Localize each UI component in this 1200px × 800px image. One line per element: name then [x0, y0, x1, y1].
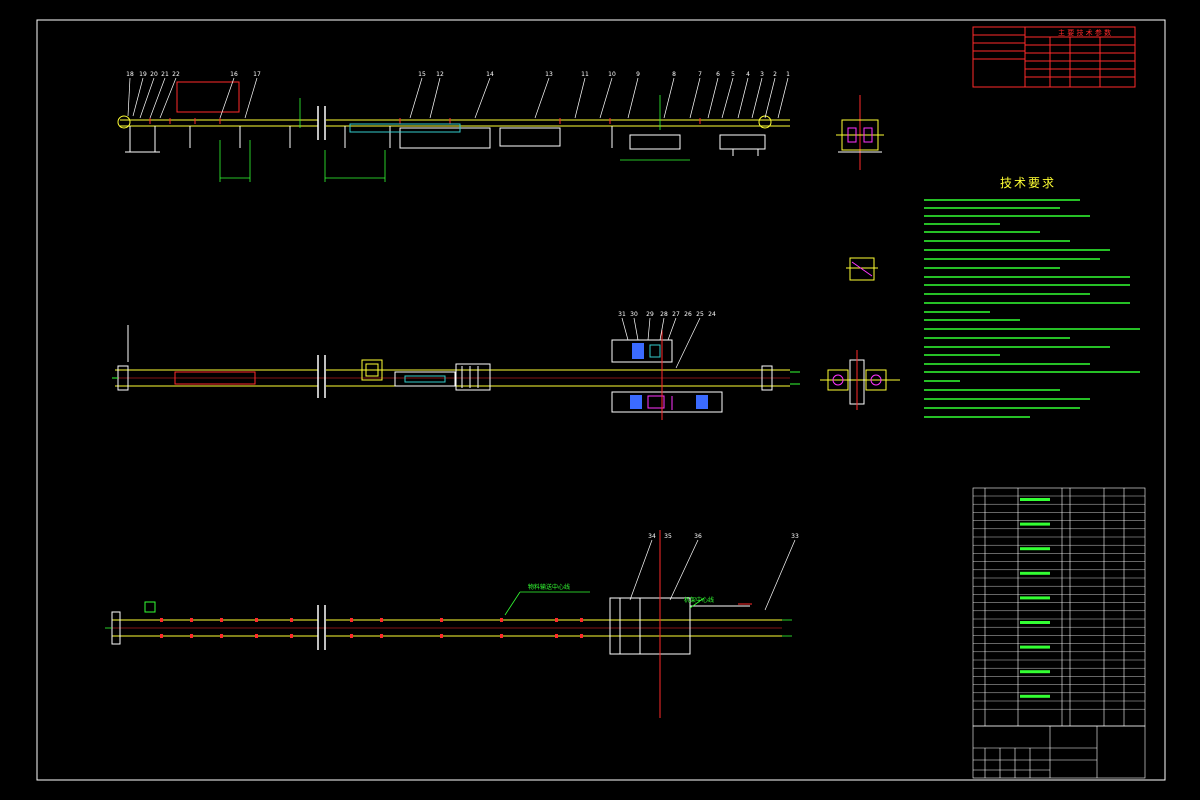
balloon-26: 26 — [684, 311, 692, 318]
balloon-12: 12 — [436, 71, 444, 78]
outer-border — [36, 19, 1166, 781]
balloon-10: 10 — [608, 71, 616, 78]
balloon-22: 22 — [172, 71, 180, 78]
balloon-13: 13 — [545, 71, 553, 78]
balloon-8: 8 — [672, 71, 676, 78]
bom-cell-text — [1020, 547, 1050, 551]
balloon-11: 11 — [581, 71, 589, 78]
head-pulley — [117, 115, 131, 129]
balloon-9: 9 — [636, 71, 640, 78]
bom-cell-text — [1020, 645, 1050, 649]
elevation-red-box — [176, 81, 240, 113]
section-view-a — [836, 95, 884, 170]
balloon-19: 19 — [139, 71, 147, 78]
balloon-30: 30 — [630, 311, 638, 318]
balloons-bottom: 34 35 36 33 — [648, 533, 799, 540]
balloon-36: 36 — [694, 533, 702, 540]
section-view-b — [846, 257, 878, 281]
bom-cell-text — [1020, 571, 1050, 575]
balloon-33: 33 — [791, 533, 799, 540]
balloon-2: 2 — [773, 71, 777, 78]
technical-requirements-title: 技术要求 — [1000, 176, 1057, 190]
balloon-27: 27 — [672, 311, 680, 318]
frame-plan-view: 物料输送中心线 机架中心线 34 35 36 33 — [105, 530, 799, 718]
balloon-3: 3 — [760, 71, 764, 78]
bill-of-materials — [972, 487, 1146, 779]
balloon-31: 31 — [618, 311, 626, 318]
balloon-28: 28 — [660, 311, 668, 318]
section-view-c — [820, 350, 900, 410]
bom-cell-text — [1020, 694, 1050, 698]
bom-cell-text — [1020, 522, 1050, 526]
feed-hopper — [361, 359, 383, 381]
balloon-16: 16 — [230, 71, 238, 78]
balloons-mid: 31 30 29 28 27 26 25 24 — [618, 311, 716, 318]
bom-cell-text — [1020, 596, 1050, 600]
balloon-34: 34 — [648, 533, 656, 540]
balloon-5: 5 — [731, 71, 735, 78]
balloon-7: 7 — [698, 71, 702, 78]
technical-requirements — [924, 199, 1140, 418]
bom-cell-text — [1020, 498, 1050, 501]
bom-cell-text — [1020, 670, 1050, 674]
balloon-21: 21 — [161, 71, 169, 78]
parameter-table: 主 要 技 术 参 数 — [972, 26, 1136, 88]
balloon-20: 20 — [150, 71, 158, 78]
balloon-17: 17 — [253, 71, 261, 78]
bom-cell-text — [1020, 621, 1050, 624]
balloon-4: 4 — [746, 71, 750, 78]
plan-view: 31 30 29 28 27 26 25 24 — [112, 311, 800, 420]
balloon-25: 25 — [696, 311, 704, 318]
tail-pulley — [758, 115, 772, 129]
label-frame-centerline: 机架中心线 — [684, 596, 714, 604]
balloon-6: 6 — [716, 71, 720, 78]
balloon-1: 1 — [786, 71, 790, 78]
label-material-centerline: 物料输送中心线 — [528, 583, 570, 591]
balloon-35: 35 — [664, 533, 672, 540]
balloon-24: 24 — [708, 311, 716, 318]
drive-unit-lower — [611, 391, 723, 413]
balloon-29: 29 — [646, 311, 654, 318]
balloon-14: 14 — [486, 71, 494, 78]
balloon-18: 18 — [126, 71, 134, 78]
drive-unit-upper — [611, 339, 673, 363]
bom-rows — [973, 495, 1145, 710]
balloon-15: 15 — [418, 71, 426, 78]
parameter-table-title: 主 要 技 术 参 数 — [1058, 28, 1111, 37]
